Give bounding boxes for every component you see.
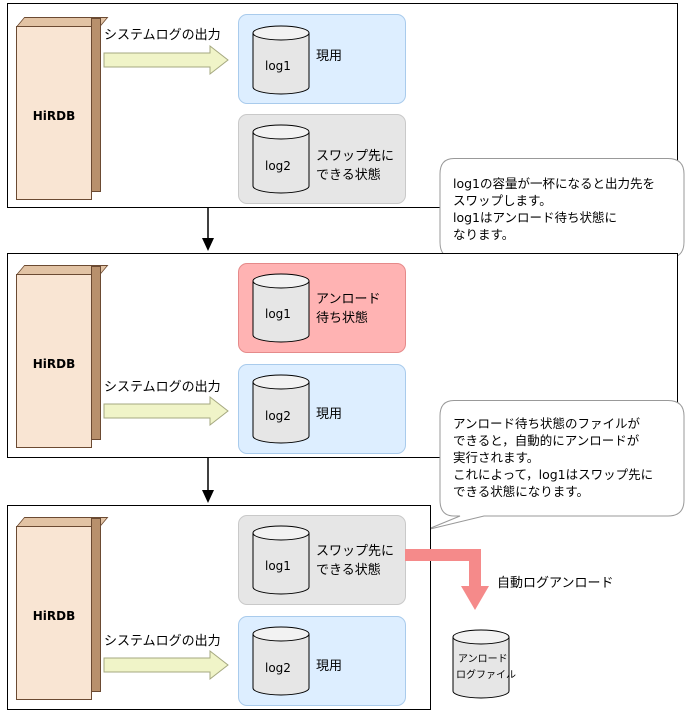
syslog-output-arrow <box>103 649 229 681</box>
log2-cylinder <box>252 626 310 696</box>
unload-log-file-label-2: ログファイル <box>456 670 516 681</box>
hirdb-label: HiRDB <box>32 609 76 623</box>
hirdb-block-side <box>91 518 101 692</box>
callout-2-line-3: 実行されます。 <box>453 450 540 465</box>
log2-cylinder <box>252 374 310 444</box>
unload-log-file-cylinder <box>452 629 510 699</box>
callout-2-line-2: できると，自動的にアンロードが <box>453 433 640 448</box>
unload-wait-label-1: アンロード <box>316 292 381 307</box>
transition-arrow-2 <box>202 458 214 503</box>
hirdb-block: HiRDB <box>16 274 92 448</box>
callout-1-line-3: log1はアンロード待ち状態に <box>453 210 618 225</box>
hirdb-label: HiRDB <box>32 109 76 123</box>
callout-2-line-1: アンロード待ち状態のファイルが <box>453 416 641 431</box>
log1-label: log1 <box>265 307 291 321</box>
log1-cylinder <box>252 25 310 95</box>
unload-wait-label-2: 待ち状態 <box>316 311 369 326</box>
hirdb-block: HiRDB <box>16 26 92 200</box>
swappable-zone-label-2: できる状態 <box>316 168 381 183</box>
callout-1-line-2: スワップします。 <box>453 193 552 208</box>
log2-label: log2 <box>265 159 291 173</box>
log2-cylinder <box>252 124 310 194</box>
hirdb-block: HiRDB <box>16 526 92 700</box>
callout-2-line-5: できる状態になります。 <box>453 484 590 499</box>
auto-unload-arrow <box>405 549 489 610</box>
state-panel-3: HiRDB スワップ先に できる状態 log1 システムログの出力 現用 log… <box>7 505 431 710</box>
log1-cylinder <box>252 525 310 595</box>
syslog-output-arrow <box>103 44 229 76</box>
hirdb-block-side <box>91 266 101 440</box>
log2-label: log2 <box>265 409 291 423</box>
unload-log-file-label-1: アンロード <box>458 654 508 665</box>
swappable-zone-label-2: できる状態 <box>316 563 381 578</box>
swappable-zone-label-1: スワップ先に <box>316 149 395 164</box>
syslog-output-label: システムログの出力 <box>104 380 221 395</box>
current-zone-label: 現用 <box>316 49 343 64</box>
hirdb-label: HiRDB <box>32 357 76 371</box>
transition-arrow-1 <box>202 208 214 251</box>
state-panel-1: HiRDB システムログの出力 現用 log1 スワップ先に できる状態 log… <box>7 3 678 208</box>
callout-2-line-4: これによって，log1はスワップ先に <box>453 467 654 482</box>
syslog-output-label: システムログの出力 <box>104 634 221 649</box>
log1-cylinder <box>252 273 310 343</box>
callout-2-bubble <box>425 400 685 531</box>
log1-label: log1 <box>265 59 291 73</box>
current-zone-label: 現用 <box>316 407 343 422</box>
log2-label: log2 <box>265 661 291 675</box>
syslog-output-arrow <box>103 395 229 427</box>
hirdb-block-side <box>91 18 101 192</box>
callout-1-line-4: なります。 <box>453 227 515 242</box>
callout-1-line-1: log1の容量が一杯になると出力先を <box>453 176 656 191</box>
current-zone-label: 現用 <box>316 659 343 674</box>
log1-label: log1 <box>265 559 291 573</box>
swappable-zone-label-1: スワップ先に <box>316 544 395 559</box>
auto-unload-label: 自動ログアンロード <box>497 576 614 591</box>
syslog-output-label: システムログの出力 <box>104 28 221 43</box>
